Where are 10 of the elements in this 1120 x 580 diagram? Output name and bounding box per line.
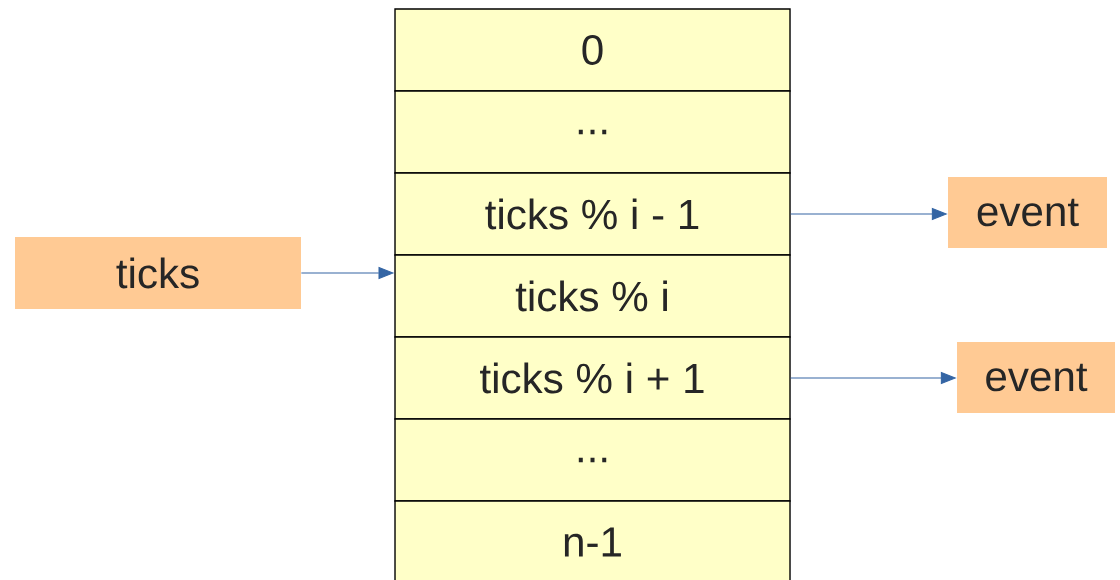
table-cell: 0 <box>394 8 791 92</box>
table-cell: ticks % i - 1 <box>394 172 791 256</box>
table-cell: n-1 <box>394 500 791 580</box>
table-cell: ticks % i + 1 <box>394 336 791 420</box>
table-cell: ticks % i <box>394 254 791 338</box>
label-box: ticks <box>15 237 301 309</box>
table-cell: ... <box>394 418 791 502</box>
label-box: event <box>957 342 1115 413</box>
label-box: event <box>948 177 1107 248</box>
table-cell: ... <box>394 90 791 174</box>
